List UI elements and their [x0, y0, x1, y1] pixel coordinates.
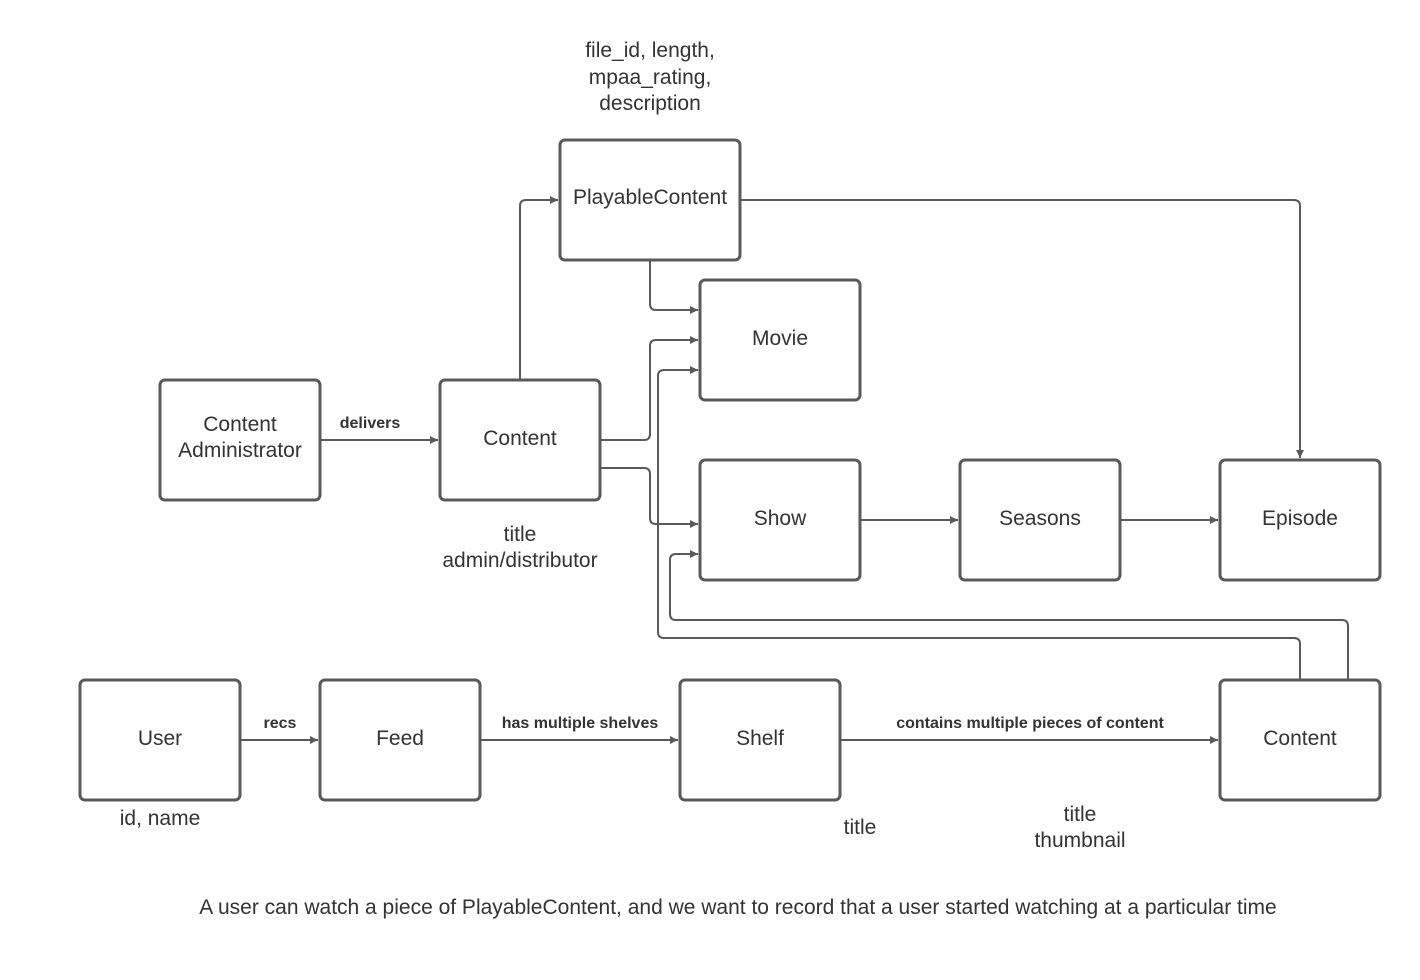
edge-content-to-movie	[600, 336, 698, 441]
node-seasons[interactable]: Seasons	[958, 458, 1122, 582]
node-label: Show	[754, 507, 807, 530]
node-playable-content[interactable]: PlayableContent	[558, 138, 742, 262]
node-label-line2: Administrator	[178, 439, 302, 462]
note-content-attr-1: title	[504, 523, 537, 546]
node-label: PlayableContent	[573, 186, 727, 209]
edge-label-delivers: delivers	[340, 415, 401, 432]
node-label-line1: Content	[203, 413, 277, 436]
edge-label-contains-multiple: contains multiple pieces of content	[896, 715, 1164, 732]
node-content-top[interactable]: Content	[438, 378, 602, 502]
node-label: Movie	[752, 327, 808, 350]
node-content-administrator[interactable]: Content Administrator	[158, 378, 322, 502]
note-playable-attr-2: mpaa_rating,	[589, 66, 712, 89]
node-episode[interactable]: Episode	[1218, 458, 1382, 582]
node-shelf[interactable]: Shelf	[678, 678, 842, 802]
node-label: Feed	[376, 727, 424, 750]
node-label: Content	[1263, 727, 1337, 750]
node-label: Content	[483, 427, 557, 450]
edge-bottom-content-to-show	[669, 550, 1349, 680]
diagram-caption: A user can watch a piece of PlayableCont…	[199, 896, 1276, 919]
note-bottom-content-attr-1: title	[1064, 803, 1097, 826]
node-content-bottom[interactable]: Content	[1218, 678, 1382, 802]
edge-label-recs: recs	[264, 715, 297, 732]
node-label: Seasons	[999, 507, 1081, 530]
note-playable-attr-1: file_id, length,	[585, 39, 715, 62]
edge-playable-to-episode	[740, 199, 1304, 458]
node-user[interactable]: User	[78, 678, 242, 802]
note-playable-attr-3: description	[599, 92, 701, 115]
node-label: Episode	[1262, 507, 1338, 530]
node-label: Shelf	[736, 727, 784, 750]
note-user-attr: id, name	[120, 807, 201, 830]
note-content-attr-2: admin/distributor	[442, 549, 597, 572]
node-feed[interactable]: Feed	[318, 678, 482, 802]
edge-content-to-show	[600, 467, 698, 528]
note-bottom-content-attr-2: thumbnail	[1034, 829, 1125, 852]
edge-bottom-content-to-movie	[657, 366, 1301, 680]
edge-label-has-multiple-shelves: has multiple shelves	[502, 715, 659, 732]
note-shelf-attr: title	[844, 816, 877, 839]
edge-playable-to-movie	[649, 260, 698, 314]
node-label: User	[138, 727, 182, 750]
node-movie[interactable]: Movie	[698, 278, 862, 402]
edge-content-to-playable	[519, 196, 558, 380]
node-show[interactable]: Show	[698, 458, 862, 582]
